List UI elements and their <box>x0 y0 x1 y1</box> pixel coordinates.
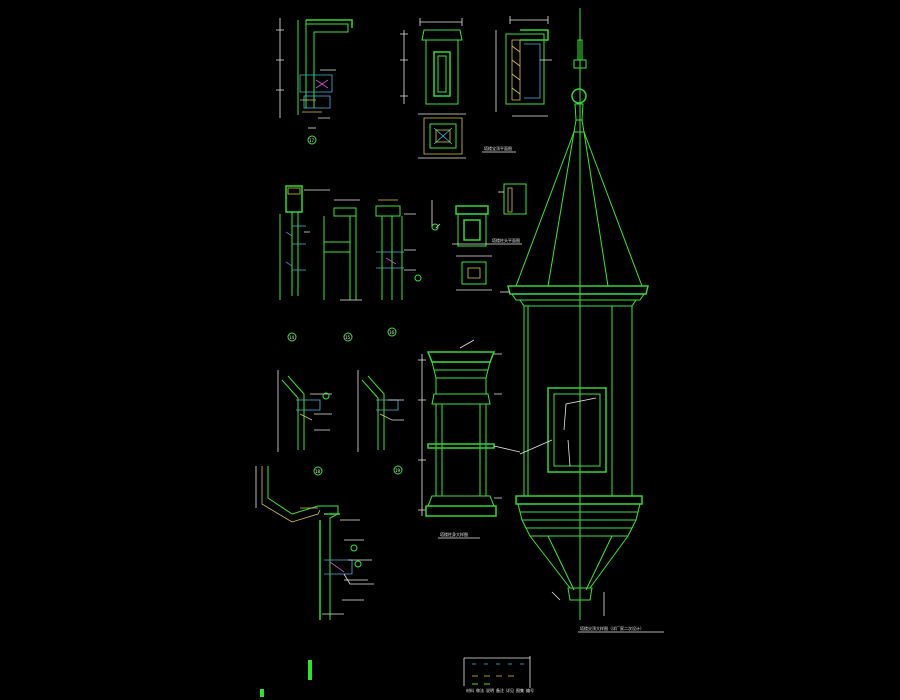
section-marker-bar <box>308 660 312 680</box>
legend-label: 说明 <box>486 687 494 693</box>
detail-19-number: 19 <box>395 468 401 473</box>
detail-17-number: 17 <box>309 138 315 143</box>
small-column-plan <box>456 255 492 291</box>
detail-18-section: 18 <box>277 370 332 476</box>
detail-17-section: 17 <box>276 18 353 145</box>
spire-ball-ornament <box>571 88 587 104</box>
spire-cornice <box>507 285 649 295</box>
spire-elevation-caption: 塔楼尖顶大样图（详厂家二次设计） <box>580 625 644 631</box>
legend-label: 做法 <box>476 687 484 693</box>
small-plan-caption: 塔楼柱头平面图 <box>492 237 520 243</box>
column-elevation-caption: 塔楼柱身大样图 <box>440 531 468 537</box>
detail-16-bubble <box>387 327 397 337</box>
finial-plan-caption: 塔楼宝顶平面图 <box>484 145 512 151</box>
legend-label: 图集 <box>516 687 524 693</box>
detail-19-section: 19 <box>357 370 404 475</box>
legend-label: 备注 <box>496 687 504 693</box>
legend-label: 编号 <box>526 687 534 693</box>
detail-15-number: 15 <box>345 335 351 340</box>
detail-15-section: 15 <box>323 199 362 342</box>
detail-17-bubble <box>307 135 317 145</box>
spire-pendant <box>567 587 593 601</box>
small-column-elevation <box>431 183 527 247</box>
legend-label: 材料 <box>466 687 474 693</box>
legend-labels: 材料 做法 说明 备注 详见 图集 编号 <box>466 687 534 693</box>
detail-18-bubble <box>313 466 323 476</box>
spire-roof-outline <box>515 131 643 287</box>
detail-14-section: 14 <box>279 185 330 342</box>
cornice-wall-section <box>255 466 374 620</box>
column-cap-plan <box>418 113 466 159</box>
detail-18-number: 18 <box>315 469 321 474</box>
column-cap-elevation-a <box>400 18 463 105</box>
column-cap-section-b <box>495 16 552 117</box>
detail-14-number: 14 <box>289 335 295 340</box>
column-elevation <box>418 339 521 517</box>
detail-16-number: 16 <box>389 330 395 335</box>
detail-16-section: 16 <box>375 199 422 337</box>
spire-window <box>547 387 607 473</box>
origin-marker <box>260 689 264 697</box>
spire-elevation: 塔楼尖顶大样图（详厂家二次设计） <box>500 8 664 633</box>
legend-label: 详见 <box>506 687 514 693</box>
detail-19-bubble <box>393 465 403 475</box>
detail-15-bubble <box>343 332 353 342</box>
detail-14-bubble <box>287 332 297 342</box>
drawing-legend <box>463 656 531 688</box>
spire-base-band <box>515 495 643 505</box>
